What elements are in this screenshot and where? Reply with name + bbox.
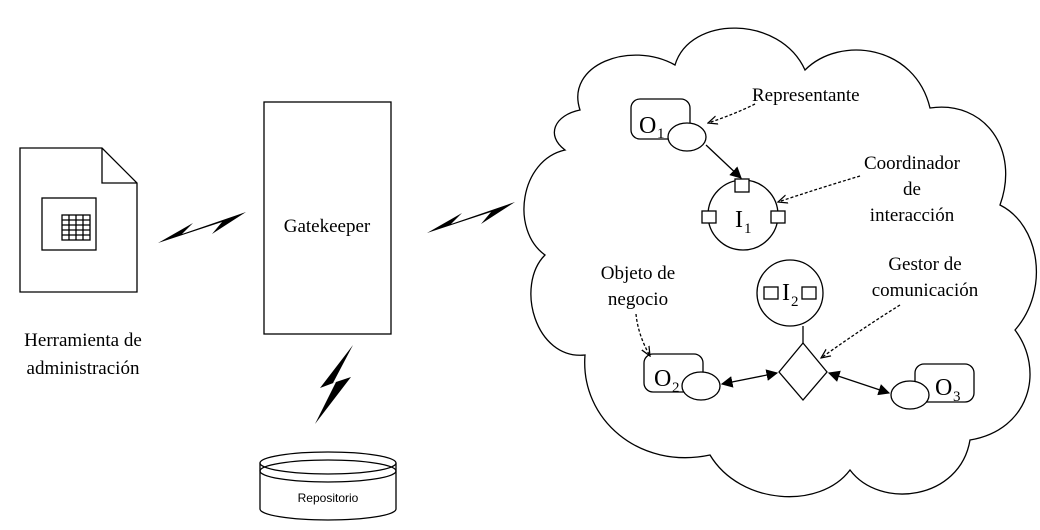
admin-tool-document-icon — [19, 147, 138, 293]
object-o1-index: 1 — [657, 126, 665, 142]
annotation-representante-pointer — [708, 103, 756, 123]
interaction-i2-index: 2 — [791, 294, 799, 310]
interaction-i1-index: 1 — [744, 221, 752, 237]
lightning-icon — [427, 202, 515, 233]
annotation-coordinador-line2: de — [903, 179, 921, 200]
annotation-coordinador-line1: Coordinador — [864, 153, 961, 174]
connector-diamond-o3 — [827, 370, 891, 396]
object-o1-letter: O — [639, 113, 656, 139]
repository-cylinder-icon — [259, 451, 397, 521]
annotation-objeto-negocio-pointer — [635, 313, 650, 356]
interaction-i2-letter: I — [782, 280, 790, 306]
object-o2-letter: O — [654, 366, 671, 392]
repository-label: Repositorio — [298, 491, 359, 505]
admin-tool-label-line2: administración — [27, 358, 140, 379]
interaction-i1-port-right — [770, 210, 786, 224]
connector-o1-i1 — [705, 144, 742, 179]
interaction-i2 — [756, 259, 824, 327]
object-o3-letter: O — [935, 375, 952, 401]
annotation-coordinador-line3: interacción — [870, 205, 955, 226]
interaction-i2-port-left — [763, 286, 779, 300]
interaction-i1-port-left — [701, 210, 717, 224]
admin-tool-label-line1: Herramienta de — [24, 330, 142, 351]
object-o3-index: 3 — [953, 389, 961, 405]
annotation-gestor-pointer — [821, 304, 901, 358]
connector-o2-diamond — [720, 369, 779, 388]
object-o1-port — [667, 122, 707, 152]
gatekeeper-label: Gatekeeper — [284, 216, 371, 237]
communication-manager-diamond — [778, 341, 828, 401]
annotation-gestor-line2: comunicación — [872, 280, 979, 301]
annotation-objeto-negocio-line1: Objeto de — [601, 263, 675, 284]
lightning-icon — [158, 212, 246, 243]
lightning-icon — [315, 345, 353, 424]
interaction-i2-port-right — [801, 286, 817, 300]
object-o2-port — [681, 371, 721, 401]
annotation-objeto-negocio-line2: negocio — [608, 289, 668, 310]
annotation-gestor-line1: Gestor de — [888, 254, 961, 275]
object-o3-port — [890, 380, 930, 410]
interaction-i1-port-top — [734, 178, 750, 193]
annotation-coordinador-pointer — [778, 175, 861, 202]
annotation-representante: Representante — [752, 85, 860, 106]
spreadsheet-icon — [41, 197, 97, 251]
gatekeeper-box — [263, 101, 392, 335]
object-o2-index: 2 — [672, 380, 680, 396]
interaction-i1-letter: I — [735, 207, 743, 233]
